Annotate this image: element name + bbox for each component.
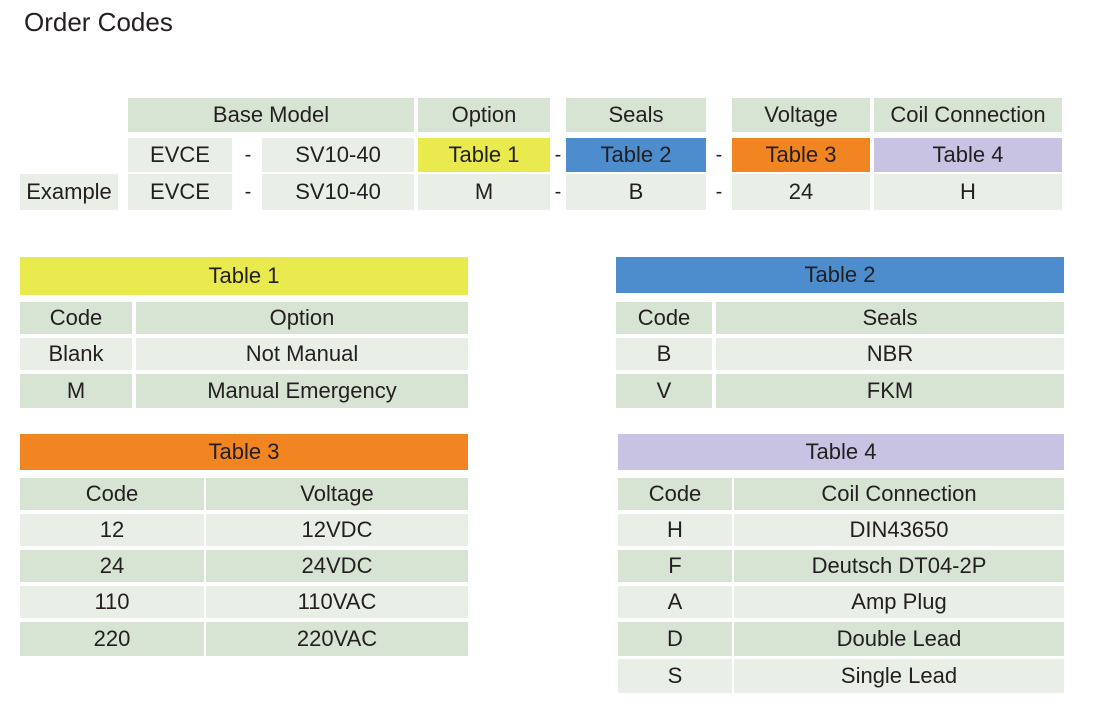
- table3-voltage-cell: 24VDC: [206, 550, 468, 582]
- table4-code-cell: A: [618, 586, 732, 618]
- example-label: Example: [20, 174, 118, 210]
- example-prefix: EVCE: [128, 174, 232, 210]
- example-coil: H: [874, 174, 1062, 210]
- table2-seals-cell: FKM: [716, 374, 1064, 408]
- table3-voltage-cell: 220VAC: [206, 622, 468, 656]
- table4-coil-cell: Single Lead: [734, 659, 1064, 693]
- header-voltage: Voltage: [732, 98, 870, 132]
- table4-code-cell: F: [618, 550, 732, 582]
- template-option-table1: Table 1: [418, 138, 550, 172]
- table2-header-seals: Seals: [716, 302, 1064, 334]
- table3-code-cell: 24: [20, 550, 204, 582]
- table1-title: Table 1: [20, 257, 468, 295]
- table3-code-cell: 110: [20, 586, 204, 618]
- table2-title: Table 2: [616, 257, 1064, 293]
- example-model: SV10-40: [262, 174, 414, 210]
- table2-header-code: Code: [616, 302, 712, 334]
- table1-code-cell: M: [20, 374, 132, 408]
- table3-code-cell: 220: [20, 622, 204, 656]
- table4-code-cell: D: [618, 622, 732, 656]
- table4-code-cell: H: [618, 514, 732, 546]
- table3-voltage-cell: 12VDC: [206, 514, 468, 546]
- table4-header-code: Code: [618, 478, 732, 510]
- header-coil-connection: Coil Connection: [874, 98, 1062, 132]
- page-title: Order Codes: [24, 7, 173, 37]
- table4-coil-cell: DIN43650: [734, 514, 1064, 546]
- table1-header-option: Option: [136, 302, 468, 334]
- table1-header-code: Code: [20, 302, 132, 334]
- table1-option-cell: Manual Emergency: [136, 374, 468, 408]
- separator-dash: -: [244, 180, 252, 203]
- separator-dash: -: [554, 143, 562, 166]
- template-coil-table4: Table 4: [874, 138, 1062, 172]
- table4-coil-cell: Amp Plug: [734, 586, 1064, 618]
- table4-coil-cell: Double Lead: [734, 622, 1064, 656]
- table4-code-cell: S: [618, 659, 732, 693]
- template-model: SV10-40: [262, 138, 414, 172]
- header-seals: Seals: [566, 98, 706, 132]
- table2-seals-cell: NBR: [716, 338, 1064, 370]
- separator-dash: -: [715, 143, 723, 166]
- table1-option-cell: Not Manual: [136, 338, 468, 370]
- template-seals-table2: Table 2: [566, 138, 706, 172]
- table4-header-coil: Coil Connection: [734, 478, 1064, 510]
- separator-dash: -: [244, 143, 252, 166]
- example-seals: B: [566, 174, 706, 210]
- separator-dash: -: [715, 180, 723, 203]
- template-voltage-table3: Table 3: [732, 138, 870, 172]
- table3-code-cell: 12: [20, 514, 204, 546]
- table3-voltage-cell: 110VAC: [206, 586, 468, 618]
- example-option: M: [418, 174, 550, 210]
- header-option: Option: [418, 98, 550, 132]
- template-prefix: EVCE: [128, 138, 232, 172]
- table4-title: Table 4: [618, 434, 1064, 470]
- separator-dash: -: [554, 180, 562, 203]
- table3-header-code: Code: [20, 478, 204, 510]
- table3-header-voltage: Voltage: [206, 478, 468, 510]
- example-voltage: 24: [732, 174, 870, 210]
- table3-title: Table 3: [20, 434, 468, 470]
- table1-code-cell: Blank: [20, 338, 132, 370]
- table2-code-cell: V: [616, 374, 712, 408]
- table4-coil-cell: Deutsch DT04-2P: [734, 550, 1064, 582]
- table2-code-cell: B: [616, 338, 712, 370]
- header-base-model: Base Model: [128, 98, 414, 132]
